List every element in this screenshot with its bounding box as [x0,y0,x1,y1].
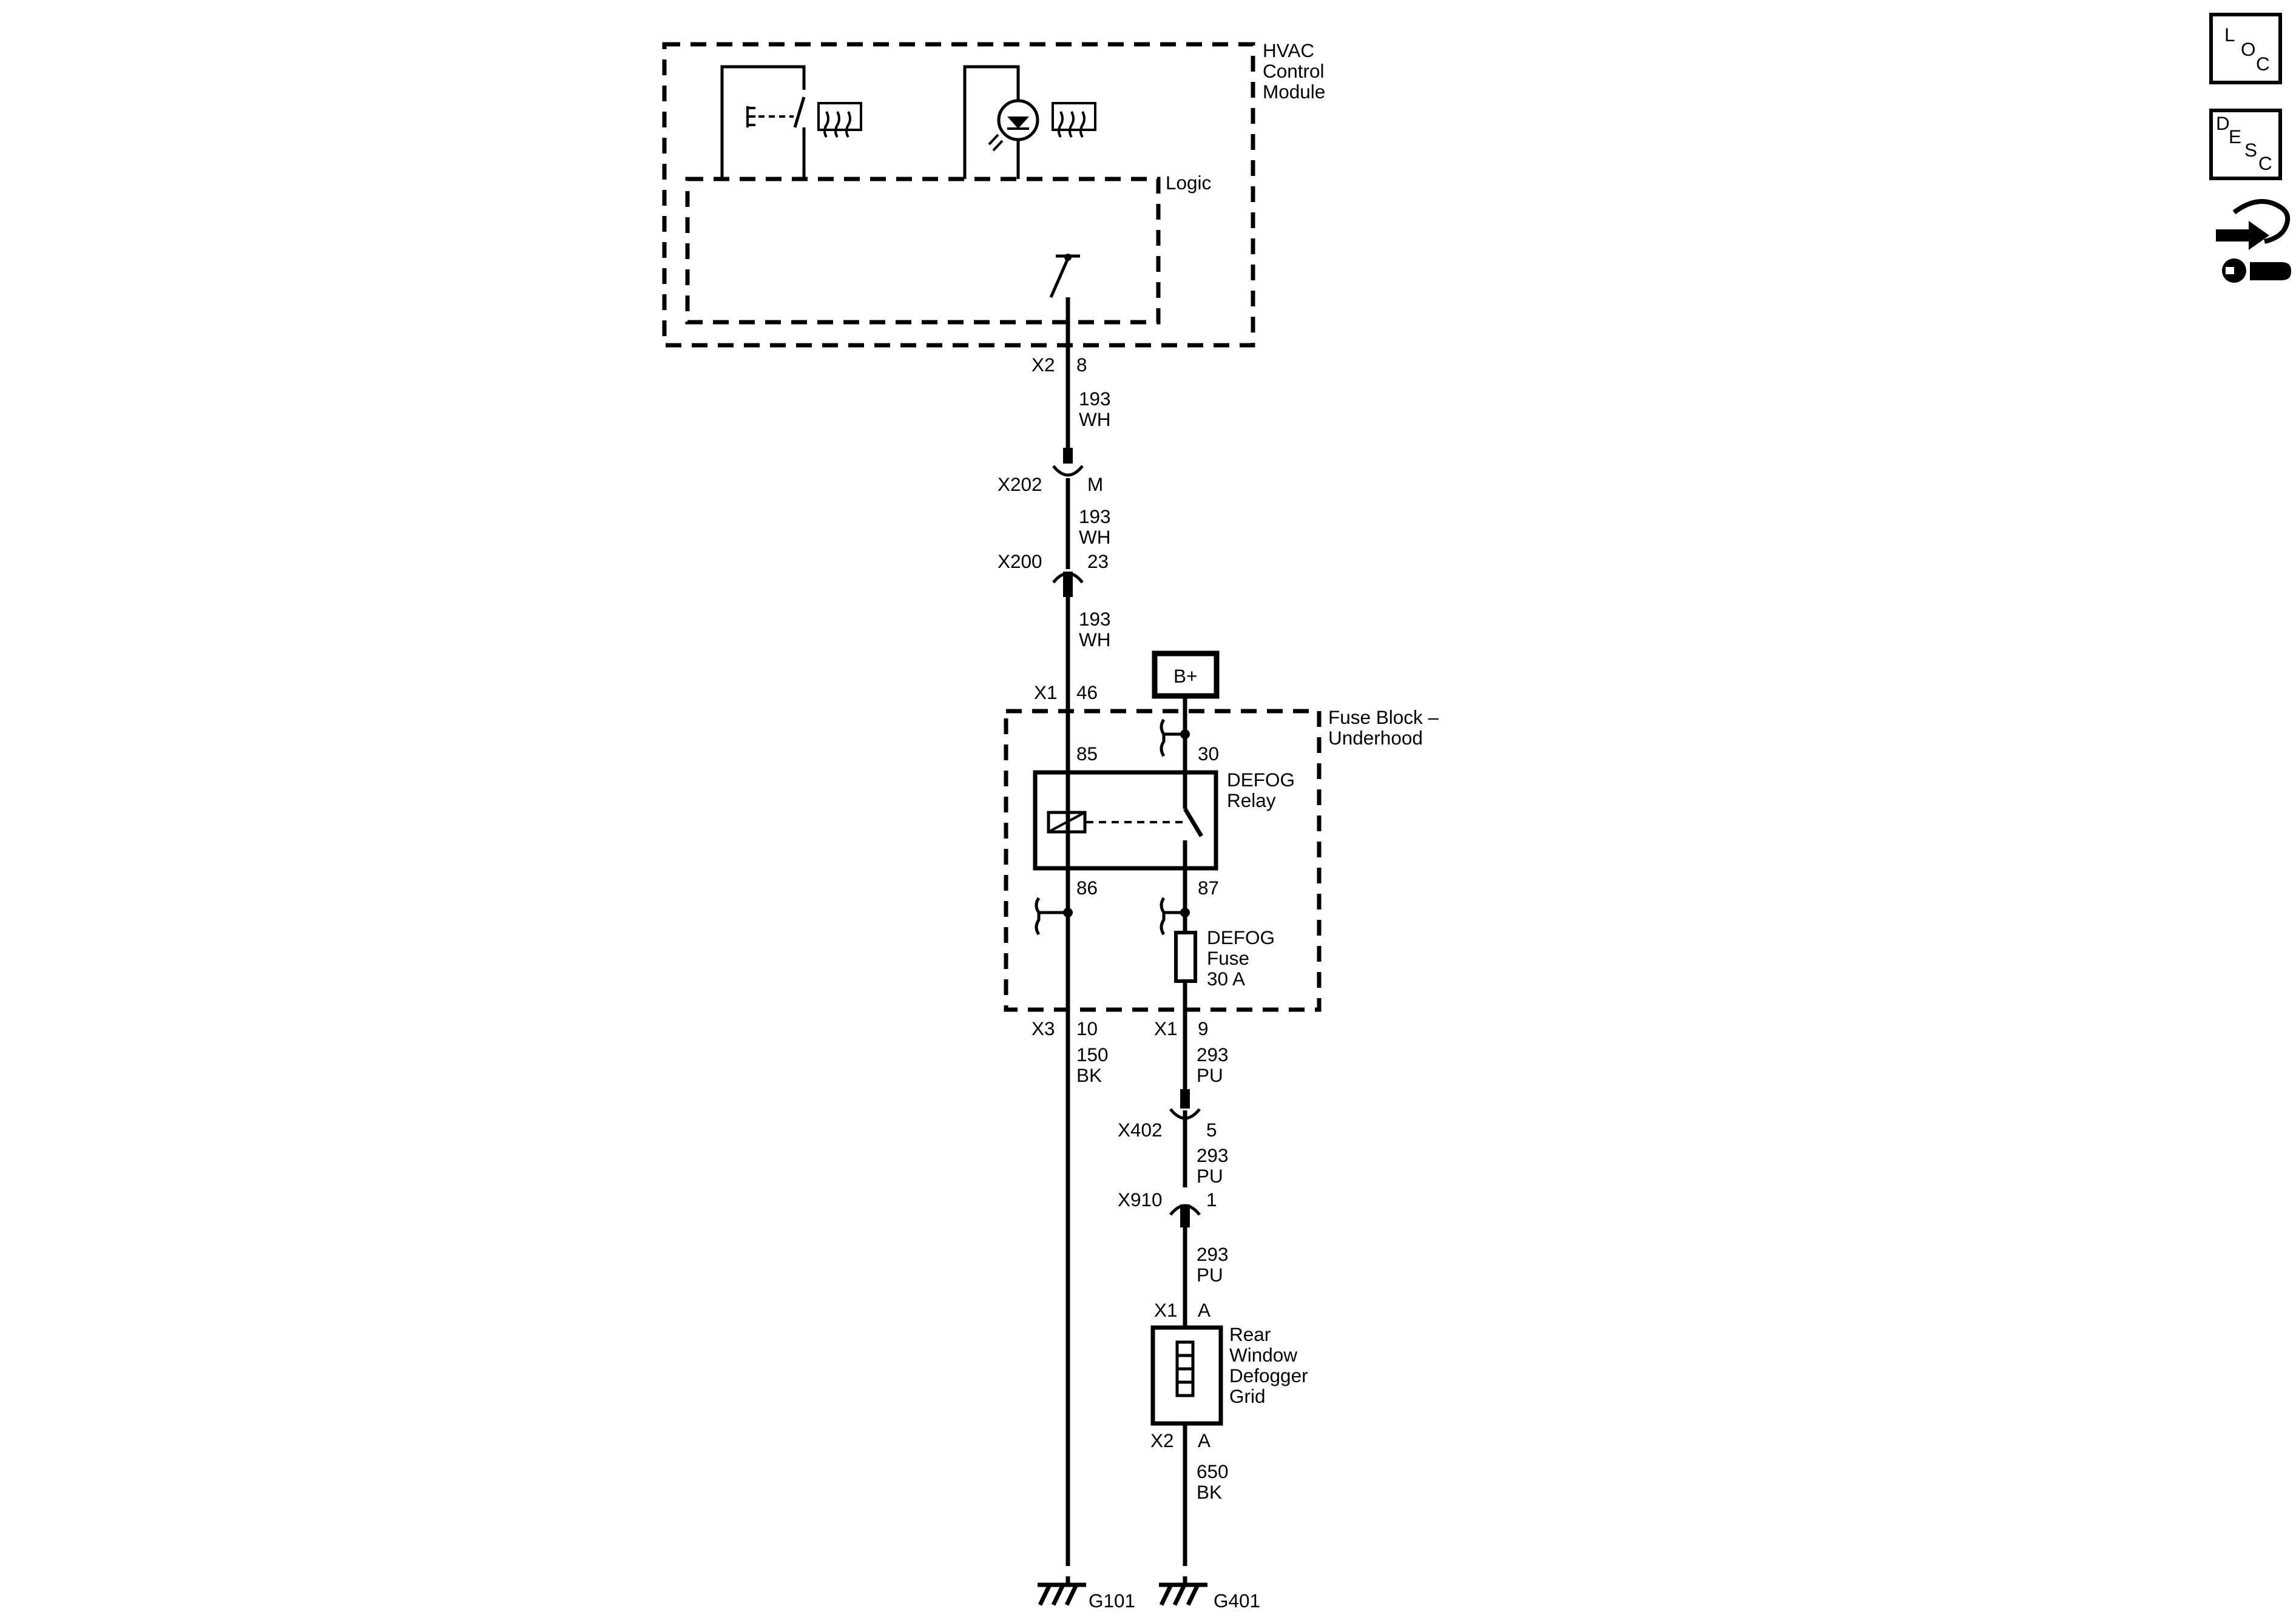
hvac-control-module: HVAC Control Module Logic [662,39,1325,348]
desc-s: S [2244,139,2257,161]
fuse-block-label-1: Fuse Block – [1328,706,1439,728]
x1-a-connector: X1 [1154,1299,1178,1321]
relay-pin-30: 30 [1198,743,1219,765]
loc-c: C [2256,53,2270,75]
desc-d: D [2216,112,2230,134]
wire2-color: WH [1079,526,1110,548]
relay-coil-icon [1047,811,1186,834]
hvac-label-1: HVAC [1263,39,1314,61]
rear-defrost-icon [817,102,862,138]
loc-o: O [2241,38,2256,60]
fuse-block-label-2: Underhood [1328,727,1423,749]
defog-indicator-led-icon [963,65,1039,179]
battery-label: B+ [1173,665,1197,687]
description-button[interactable]: D E S C [2209,109,2282,180]
wire8-circuit: 650 [1197,1460,1229,1482]
wire3-color: WH [1079,629,1110,650]
x910-connector-symbol [1169,1204,1201,1227]
fuse-block-underhood: Fuse Block – Underhood DEFOG Relay 85 30… [1004,706,1439,1012]
x2-top-connector: X2 [1032,354,1055,376]
connector-repair-icon[interactable] [2216,199,2291,283]
rear-window-defogger-grid [1150,1325,1223,1426]
battery-positive: B+ [1152,650,1220,721]
x200-connector: X200 [998,550,1042,572]
x200-pin: 23 [1087,550,1109,572]
desc-c: C [2258,152,2272,174]
logic-driver-switch [1049,254,1080,299]
fuse-label-3: 30 A [1207,968,1245,990]
ground-g401-label: G401 [1214,1590,1260,1612]
hvac-label-3: Module [1263,81,1325,103]
x910-pin: 1 [1206,1189,1217,1210]
x202-connector: X202 [998,473,1042,495]
wire4-circuit: 150 [1076,1044,1109,1065]
x402-connector: X402 [1118,1119,1163,1141]
wire1-circuit: 193 [1079,388,1111,410]
ground-g101-icon [1038,1582,1086,1606]
x910-connector: X910 [1118,1189,1163,1210]
x2-a-pin: A [1198,1430,1210,1451]
x3-connector: X3 [1032,1018,1055,1039]
x402-pin: 5 [1206,1119,1217,1141]
hvac-label-2: Control [1263,60,1325,82]
x1-9-pin: 9 [1198,1018,1209,1039]
wire6-color: PU [1197,1165,1223,1187]
wire2-circuit: 193 [1079,505,1111,527]
x3-pin: 10 [1076,1018,1098,1039]
relay-pin-85: 85 [1076,743,1098,765]
grid-label-3: Defogger [1229,1365,1308,1386]
ground-g101-label: G101 [1089,1590,1135,1612]
splice-87-symbol [1160,868,1190,936]
wire7-color: PU [1197,1264,1223,1286]
wire3-circuit: 193 [1079,608,1111,630]
relay-label-1: DEFOG [1227,769,1295,791]
grid-label-4: Grid [1229,1385,1266,1407]
splice-86-symbol [1035,897,1073,936]
x202-connector-symbol [1052,448,1084,477]
fuse-label-2: Fuse [1207,947,1249,969]
x200-connector-symbol [1052,572,1084,597]
wire1-color: WH [1079,408,1110,430]
wire5-circuit: 293 [1197,1044,1229,1065]
defog-fuse [1174,931,1197,983]
x1-46-connector: X1 [1034,681,1058,703]
grid-label-1: Rear [1229,1323,1271,1345]
x1-9-connector: X1 [1154,1018,1178,1039]
loc-l: L [2224,24,2235,46]
wire7-circuit: 293 [1197,1243,1229,1265]
x1-a-pin: A [1198,1299,1210,1321]
wire5-color: PU [1197,1064,1223,1086]
relay-contact-icon [1183,772,1204,868]
wire8-color: BK [1197,1481,1222,1503]
ground-g401-icon [1159,1582,1207,1606]
wire4-color: BK [1076,1064,1102,1086]
defog-relay [1033,770,1218,871]
wire6-circuit: 293 [1197,1144,1229,1166]
relay-label-2: Relay [1227,789,1276,811]
relay-pin-86: 86 [1076,877,1098,899]
desc-e: E [2229,126,2241,147]
x402-connector-symbol [1169,1089,1201,1120]
x2-a-connector: X2 [1150,1430,1174,1451]
location-button[interactable]: L O C [2209,13,2282,84]
x202-pin: M [1087,473,1103,495]
led-rear-defrost-icon [1052,102,1096,138]
x1-46-pin: 46 [1076,681,1098,703]
logic-label: Logic [1166,172,1211,194]
fuse-label-1: DEFOG [1207,927,1275,948]
grid-label-2: Window [1229,1344,1297,1366]
defog-switch-icon [720,65,806,179]
relay-pin-87: 87 [1198,877,1219,899]
x2-top-pin: 8 [1076,354,1087,376]
splice-30-symbol [1160,718,1190,772]
